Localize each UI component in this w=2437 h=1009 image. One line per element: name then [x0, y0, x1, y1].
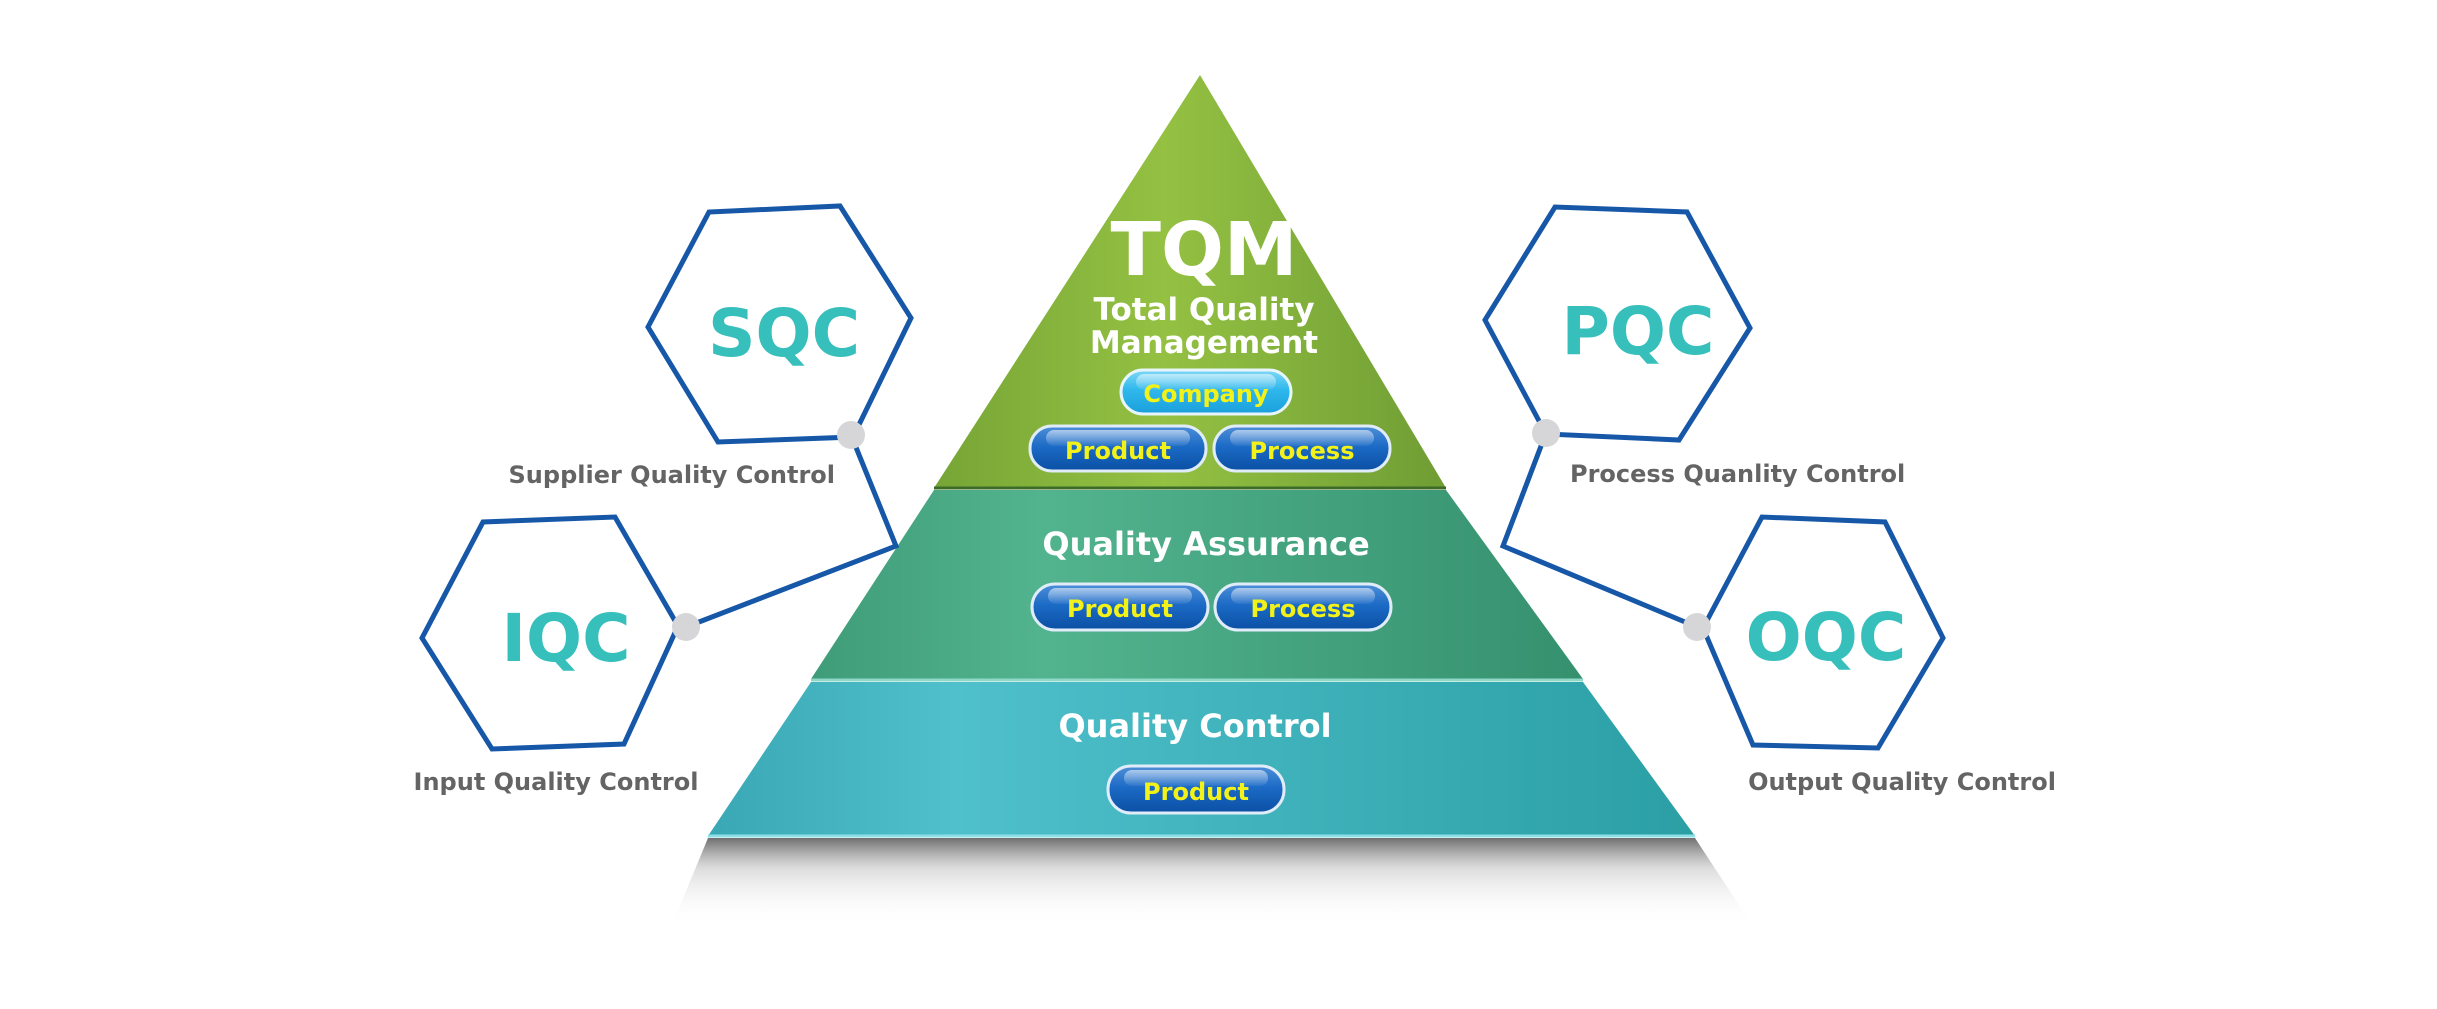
top-process-button-label: Process — [1250, 437, 1355, 465]
oqc-hexagon[interactable]: OQC — [1700, 514, 1946, 751]
company-button[interactable]: Company — [1119, 368, 1293, 416]
pqc-connector-dot — [1532, 419, 1560, 447]
iqc-code: IQC — [501, 600, 630, 677]
oqc-code: OQC — [1746, 599, 1907, 676]
top-product-button[interactable]: Product — [1028, 424, 1208, 473]
connector-pqc-oqc — [1499, 432, 1698, 630]
pqc-label: Process Quanlity Control — [1570, 460, 1905, 488]
tqm-acronym: TQM — [1110, 207, 1297, 293]
oqc-label: Output Quality Control — [1748, 768, 2056, 796]
iqc-label: Input Quality Control — [414, 768, 699, 796]
top-product-button-label: Product — [1065, 437, 1171, 465]
tier-bottom-qc — [708, 682, 1695, 836]
tqm-title-line1: Total Quality — [1093, 292, 1314, 328]
sqc-connector-dot — [837, 421, 865, 449]
pqc-hexagon[interactable]: PQC — [1482, 204, 1753, 443]
iqc-hexagon[interactable]: IQC — [419, 514, 681, 752]
sqc-hexagon[interactable]: SQC — [645, 203, 914, 445]
quality-control-title: Quality Control — [1058, 707, 1331, 745]
company-button-label: Company — [1143, 380, 1269, 408]
oqc-connector-dot — [1683, 613, 1711, 641]
tier-middle-qa — [811, 490, 1583, 679]
sqc-code: SQC — [708, 295, 860, 372]
connector-sqc-iqc — [685, 434, 900, 630]
qa-product-button-label: Product — [1067, 595, 1173, 623]
qc-product-button-label: Product — [1143, 778, 1249, 806]
iqc-connector-dot — [672, 613, 700, 641]
quality-assurance-title: Quality Assurance — [1042, 525, 1369, 563]
sqc-label: Supplier Quality Control — [509, 461, 835, 489]
pyramid-shadow — [672, 838, 1752, 925]
qc-product-button[interactable]: Product — [1106, 764, 1286, 815]
tqm-title-line2: Management — [1090, 325, 1318, 361]
qa-process-button[interactable]: Process — [1213, 582, 1393, 632]
qa-product-button[interactable]: Product — [1030, 582, 1210, 632]
qa-process-button-label: Process — [1251, 595, 1356, 623]
top-process-button[interactable]: Process — [1212, 424, 1392, 473]
tier-top-tqm — [934, 75, 1446, 488]
pqc-code: PQC — [1562, 293, 1715, 370]
